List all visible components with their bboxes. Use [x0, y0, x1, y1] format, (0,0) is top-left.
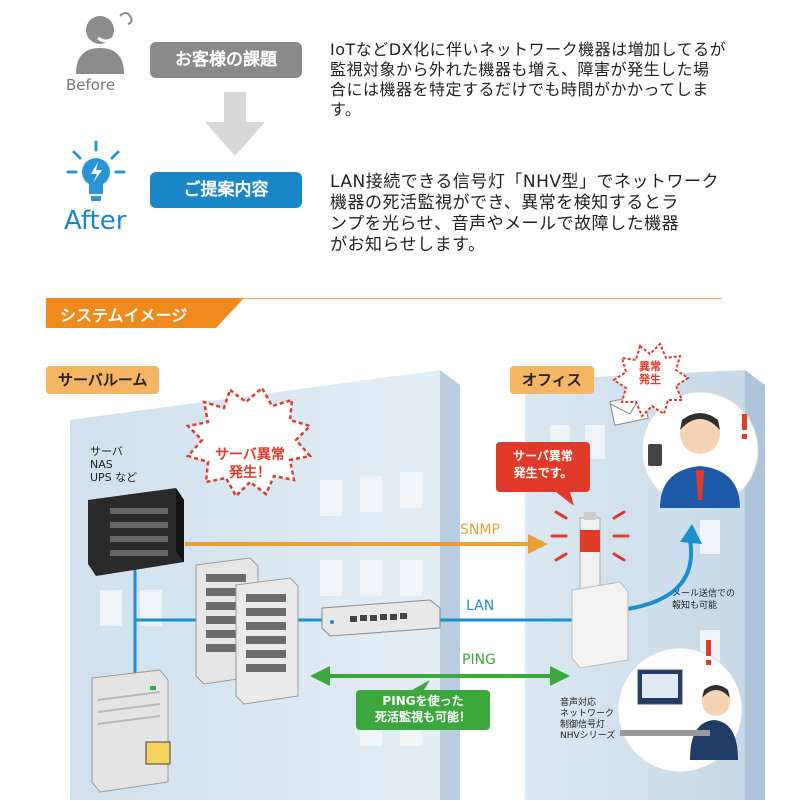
server-rack-icon [88, 488, 184, 576]
proposal-badge: ご提案内容 [150, 172, 302, 208]
mail-note: メール送信での 報知も可能 [672, 589, 736, 611]
system-diagram [0, 330, 800, 800]
server-room-label: サーバルーム [46, 366, 160, 394]
proposal-text: LAN接続できる信号灯「NHV型」でネットワーク 機器の死活監視ができ、異常を検… [330, 172, 719, 255]
office-worker-phone-icon [641, 391, 759, 509]
office-label: オフィス [510, 366, 594, 394]
section-rule [46, 298, 722, 299]
ups-icon [91, 669, 171, 793]
snmp-label: SNMP [460, 522, 500, 538]
network-switch-icon [321, 599, 441, 637]
problem-text: IoTなどDX化に伴いネットワーク機器は増加してるが 監視対象から外れた機器も増… [330, 40, 727, 119]
server-error-text: サーバ異常 発生！ [215, 447, 285, 481]
server-error-burst [185, 386, 313, 499]
lan-label: LAN [466, 598, 495, 614]
office-error-text: 異常 発生 [639, 360, 661, 386]
after-label: After [64, 206, 127, 236]
problem-badge: お客様の課題 [150, 42, 302, 78]
green-callout-text: PINGを使った 死活監視も可能！ [374, 694, 471, 724]
red-callout-box [496, 442, 590, 506]
signal-caption: 音声対応 ネットワーク 制御信号灯 NHVシリーズ [560, 698, 616, 741]
section-header: システムイメージ [46, 298, 246, 328]
device-list: サーバ NAS UPS など [90, 445, 138, 484]
red-callout-text: サーバ異常 発生です。 [513, 449, 573, 480]
storage-tower-icon [195, 557, 299, 705]
green-callout-box [356, 680, 490, 730]
before-person-icon [62, 8, 142, 78]
signal-tower-icon [550, 510, 630, 669]
lightbulb-icon [66, 140, 126, 206]
ping-label: PING [462, 652, 496, 668]
office-error-burst [612, 342, 690, 418]
section-header-text: システムイメージ [60, 306, 188, 325]
down-arrow-icon [200, 92, 270, 160]
before-label: Before [66, 76, 116, 94]
office-worker-desk-icon [617, 640, 743, 773]
